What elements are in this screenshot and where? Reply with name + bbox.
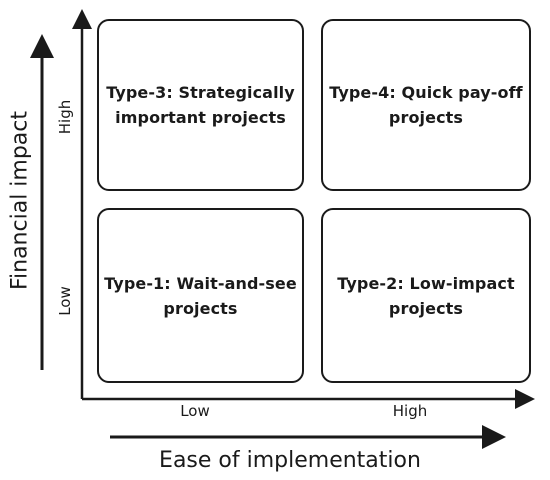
x-axis-title: Ease of implementation xyxy=(159,448,421,473)
quadrant-type-3: Type-3: Strategically important projects xyxy=(97,19,304,191)
quadrant-type-4-label: Type-4: Quick pay-off projects xyxy=(329,83,523,127)
y-tick-high: High xyxy=(56,99,74,135)
quadrant-type-3-label: Type-3: Strategically important projects xyxy=(106,83,295,127)
y-tick-low: Low xyxy=(56,286,74,316)
quadrant-type-1: Type-1: Wait-and-see projects xyxy=(97,208,304,383)
y-axis-title: Financial impact xyxy=(7,110,33,291)
quadrant-type-4: Type-4: Quick pay-off projects xyxy=(321,19,531,191)
x-tick-high: High xyxy=(392,402,428,420)
x-tick-low: Low xyxy=(180,402,210,420)
quadrant-type-2: Type-2: Low-impact projects xyxy=(321,208,531,383)
quadrant-type-1-label: Type-1: Wait-and-see projects xyxy=(104,273,297,318)
quadrant-type-2-label: Type-2: Low-impact projects xyxy=(337,273,515,318)
